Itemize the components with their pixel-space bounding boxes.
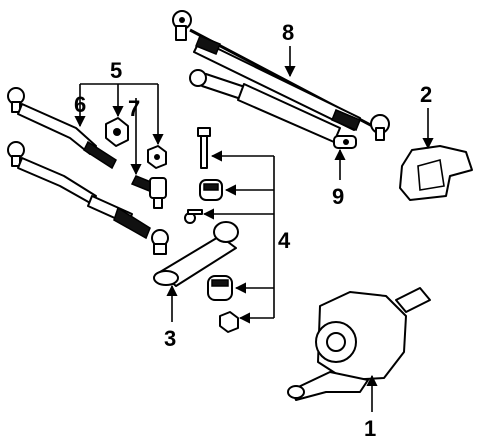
idler-arm-3 (153, 221, 239, 287)
steering-damper-9 (189, 69, 357, 149)
callout-6: 6 (74, 92, 86, 117)
steering-gear-1 (287, 287, 431, 401)
callout-5: 5 (110, 58, 122, 83)
tie-rod-assembly-7 (7, 141, 169, 255)
callout-4: 4 (278, 228, 291, 253)
nut-4e (219, 311, 239, 333)
callout-9: 9 (332, 184, 344, 209)
callout-1: 1 (364, 416, 376, 441)
callout-7: 7 (128, 96, 140, 121)
bushing-4b (199, 179, 223, 201)
tie-rod-end-6 (7, 87, 117, 170)
tie-rod-end-7 (130, 175, 167, 209)
callout-8: 8 (282, 20, 294, 45)
bracket-2 (399, 145, 473, 201)
nut-5b (147, 145, 167, 169)
bolt-4a (197, 127, 211, 169)
bushing-4d (207, 275, 233, 301)
callout-3: 3 (164, 326, 176, 351)
callout-2: 2 (420, 82, 432, 107)
tie-rod-8 (172, 10, 390, 141)
washer-4c (184, 209, 203, 224)
nut-5a (105, 117, 129, 147)
leader-lines (74, 46, 434, 412)
